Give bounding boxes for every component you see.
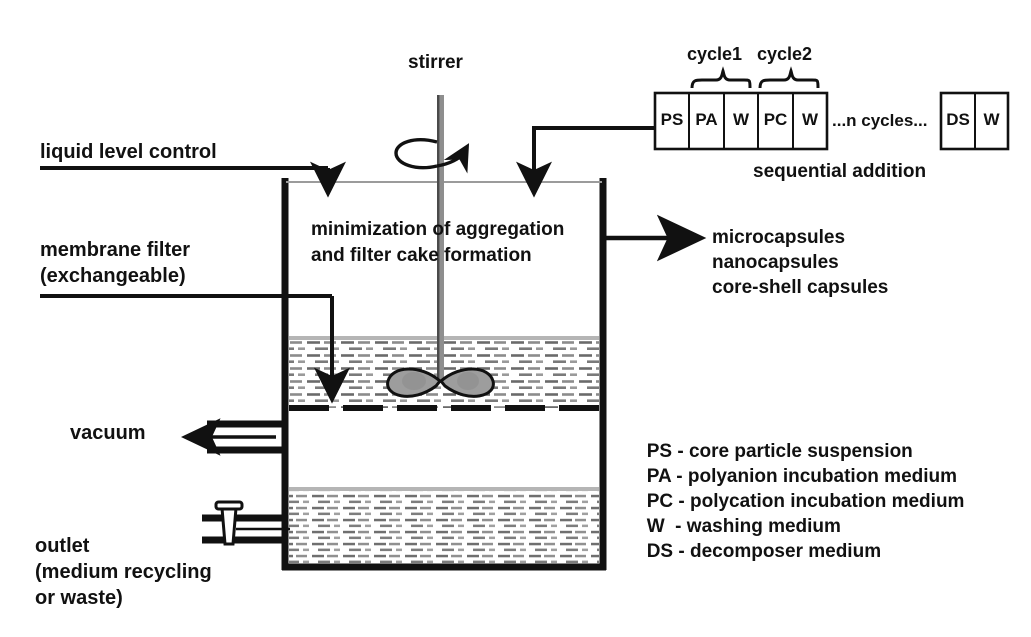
- sequence-box-main: [653, 91, 829, 151]
- outlet-label-line1: outlet: [35, 535, 90, 557]
- sequence-cell-w2: W: [801, 110, 819, 129]
- legend-text-ps: core particle suspension: [688, 441, 913, 463]
- product-label-microcapsules: microcapsules: [712, 227, 846, 248]
- vessel-note-line1: minimization of aggregation: [311, 219, 565, 240]
- legend-code-pc: PC: [646, 491, 674, 513]
- feed-inlet-line: [516, 126, 655, 198]
- sequence-cell-w1: W: [732, 110, 750, 129]
- legend-code-ds: DS: [646, 541, 674, 563]
- liquid-level-control-line: [40, 161, 346, 198]
- membrane-filter-label-line2: (exchangeable): [40, 265, 186, 287]
- legend-text-ds: decomposer medium: [689, 541, 882, 563]
- legend-code-w: W: [646, 516, 665, 538]
- membrane-filter-label-line1: membrane filter: [40, 239, 191, 261]
- rotation-arrow-icon: [394, 138, 470, 174]
- product-label-core-shell-capsules: core-shell capsules: [712, 277, 889, 298]
- vacuum-port: [180, 418, 289, 456]
- product-label-nanocapsules: nanocapsules: [712, 252, 839, 273]
- sequence-box-final: [939, 91, 1010, 151]
- sequence-cell-pc: PC: [763, 110, 788, 129]
- vacuum-label: vacuum: [70, 422, 146, 444]
- outlet-pipe: [202, 514, 290, 544]
- legend-text-w: washing medium: [686, 516, 841, 538]
- legend-text-pc: polycation incubation medium: [689, 491, 965, 513]
- cycle1-brace: [690, 66, 752, 89]
- membrane-filter-pointer-line: [40, 294, 350, 404]
- stirrer-label: stirrer: [408, 52, 463, 73]
- liquid-level-control-label: liquid level control: [40, 141, 217, 163]
- sequence-cell-ds: DS: [946, 110, 970, 129]
- lower-liquid-body: [289, 487, 599, 568]
- sequence-cell-ps: PS: [660, 110, 684, 129]
- sequence-cell-w3: W: [983, 110, 1000, 129]
- n-cycles-label: ...n cycles...: [832, 111, 928, 130]
- outlet-valve-icon: [214, 500, 244, 546]
- legend-code-pa: PA: [646, 466, 671, 488]
- vessel-note-line2: and filter cake formation: [311, 245, 532, 266]
- legend-text-pa: polyanion incubation medium: [687, 466, 958, 488]
- sequence-cell-pa: PA: [695, 110, 718, 129]
- outlet-label-line2: (medium recycling: [35, 561, 212, 583]
- outlet-label-line3: or waste): [35, 587, 123, 609]
- cycle1-label: cycle1: [687, 44, 743, 64]
- cycle2-brace: [758, 66, 820, 89]
- cycle2-label: cycle2: [757, 44, 813, 64]
- stirrer-assembly: [386, 95, 495, 398]
- sequential-addition-label: sequential addition: [753, 161, 927, 182]
- legend-code-ps: PS: [646, 441, 673, 463]
